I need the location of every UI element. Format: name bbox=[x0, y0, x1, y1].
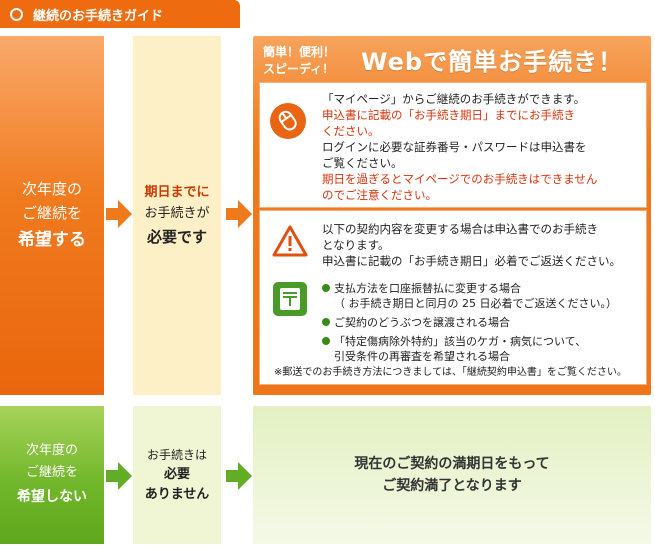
list-item-line: （ お手続き期日と同月の 25 日必着でご返送ください。） bbox=[334, 297, 617, 310]
postal-lead-text: 以下の契約内容を変更する場合は申込書でのお手続き となります。 申込書に記載の「… bbox=[322, 221, 642, 269]
requirement-line: お手続きが bbox=[144, 205, 210, 221]
requirement-line-strong: ありません bbox=[144, 487, 210, 502]
list-item: 「特定傷病除外特約」該当のケガ・病気について、 引受条件の再審査を希望される場合 bbox=[322, 334, 642, 364]
result-line: ご契約満了となります bbox=[382, 478, 522, 494]
result-line: 現在のご契約の満期日をもって bbox=[354, 456, 550, 472]
web-procedure-text: 「マイページ」からご継続のお手続きができます。 申込書に記載の「お手続き期日」ま… bbox=[322, 91, 640, 203]
requirement-line-strong: 必要です bbox=[146, 227, 207, 246]
circle-icon bbox=[10, 7, 23, 21]
warning-icon bbox=[272, 225, 308, 257]
arrow-right-icon bbox=[226, 200, 252, 228]
condition-line: 次年度の bbox=[25, 443, 78, 458]
condition-continue: 次年度の ご継続を 希望する bbox=[0, 36, 104, 395]
bullet-icon bbox=[322, 318, 330, 326]
web-procedure-box: 「マイページ」からご継続のお手続きができます。 申込書に記載の「お手続き期日」ま… bbox=[259, 82, 647, 208]
list-item: ご契約のどうぶつを譲渡される場合 bbox=[322, 315, 642, 330]
condition-line: ご継続を bbox=[21, 203, 82, 222]
procedure-panel: 簡単！便利！ スピーディ！ Webで簡単お手続き！ 「マイページ」からご継続のお… bbox=[253, 36, 651, 395]
condition-line: ご継続を bbox=[25, 465, 78, 480]
postal-cases-list: 支払方法を口座振替払に変更する場合 （ お手続き期日と同月の 25 日必着でご返… bbox=[322, 281, 642, 368]
panel-tagline: 簡単！便利！ スピーディ！ bbox=[263, 44, 335, 78]
guide-title: 継続のお手続きガイド bbox=[33, 8, 164, 24]
arrow-right-icon bbox=[226, 462, 252, 490]
postal-lead-line: となります。 bbox=[322, 238, 390, 252]
list-item-line: 支払方法を口座振替払に変更する場合 bbox=[334, 282, 521, 295]
bullet-icon bbox=[322, 337, 330, 345]
condition-line-strong: 希望しない bbox=[17, 489, 87, 505]
guide-header: 継続のお手続きガイド bbox=[0, 0, 240, 28]
requirement-line-strong: 必要 bbox=[163, 467, 190, 482]
postal-note: ※郵送でのお手続き方法につきましては、「継続契約申込書」をご覧ください。 bbox=[274, 367, 627, 378]
mailbox-icon bbox=[272, 281, 308, 317]
mouse-icon bbox=[270, 103, 306, 139]
web-line: ログインに必要な証券番号・パスワードは申込書を bbox=[322, 140, 587, 154]
condition-line: 次年度の bbox=[21, 179, 82, 198]
postal-lead-line: 以下の契約内容を変更する場合は申込書でのお手続き bbox=[322, 222, 598, 236]
list-item-line: 引受条件の再審査を希望される場合 bbox=[334, 350, 510, 363]
requirement-not-continue: お手続きは 必要 ありません bbox=[133, 406, 221, 544]
condition-not-continue: 次年度の ご継続を 希望しない bbox=[0, 406, 104, 544]
list-item: 支払方法を口座振替払に変更する場合 （ お手続き期日と同月の 25 日必着でご返… bbox=[322, 281, 642, 311]
postal-procedure-box: 以下の契約内容を変更する場合は申込書でのお手続き となります。 申込書に記載の「… bbox=[259, 210, 647, 385]
tagline-line: 簡単！便利！ bbox=[263, 45, 336, 59]
result-box: 現在のご契約の満期日をもって ご契約満了となります bbox=[253, 406, 651, 544]
arrow-right-icon bbox=[106, 200, 132, 228]
web-line: ご覧ください。 bbox=[322, 156, 403, 170]
bullet-icon bbox=[322, 284, 330, 292]
arrow-right-icon bbox=[106, 462, 132, 490]
postal-lead-line: 申込書に記載の「お手続き期日」必着でご返送ください。 bbox=[322, 254, 621, 268]
list-item-line: ご契約のどうぶつを譲渡される場合 bbox=[334, 316, 510, 329]
requirement-line: お手続きは bbox=[146, 448, 207, 462]
web-line-warning: 申込書に記載の「お手続き期日」までにお手続き bbox=[322, 108, 575, 122]
web-line-warning: ください。 bbox=[322, 124, 380, 138]
tagline-line: スピーディ！ bbox=[263, 62, 335, 76]
requirement-continue: 期日までに お手続きが 必要です bbox=[133, 36, 221, 395]
web-line-warning: のでご注意ください。 bbox=[322, 188, 437, 202]
condition-line-strong: 希望する bbox=[18, 229, 86, 250]
web-line: 「マイページ」からご継続のお手続きができます。 bbox=[322, 92, 586, 106]
web-line-warning: 期日を過ぎるとマイページでのお手続きはできません bbox=[322, 172, 598, 186]
requirement-line: 期日までに bbox=[144, 184, 210, 200]
list-item-line: 「特定傷病除外特約」該当のケガ・病気について、 bbox=[334, 335, 587, 348]
panel-title: Webで簡単お手続き！ bbox=[361, 48, 624, 76]
